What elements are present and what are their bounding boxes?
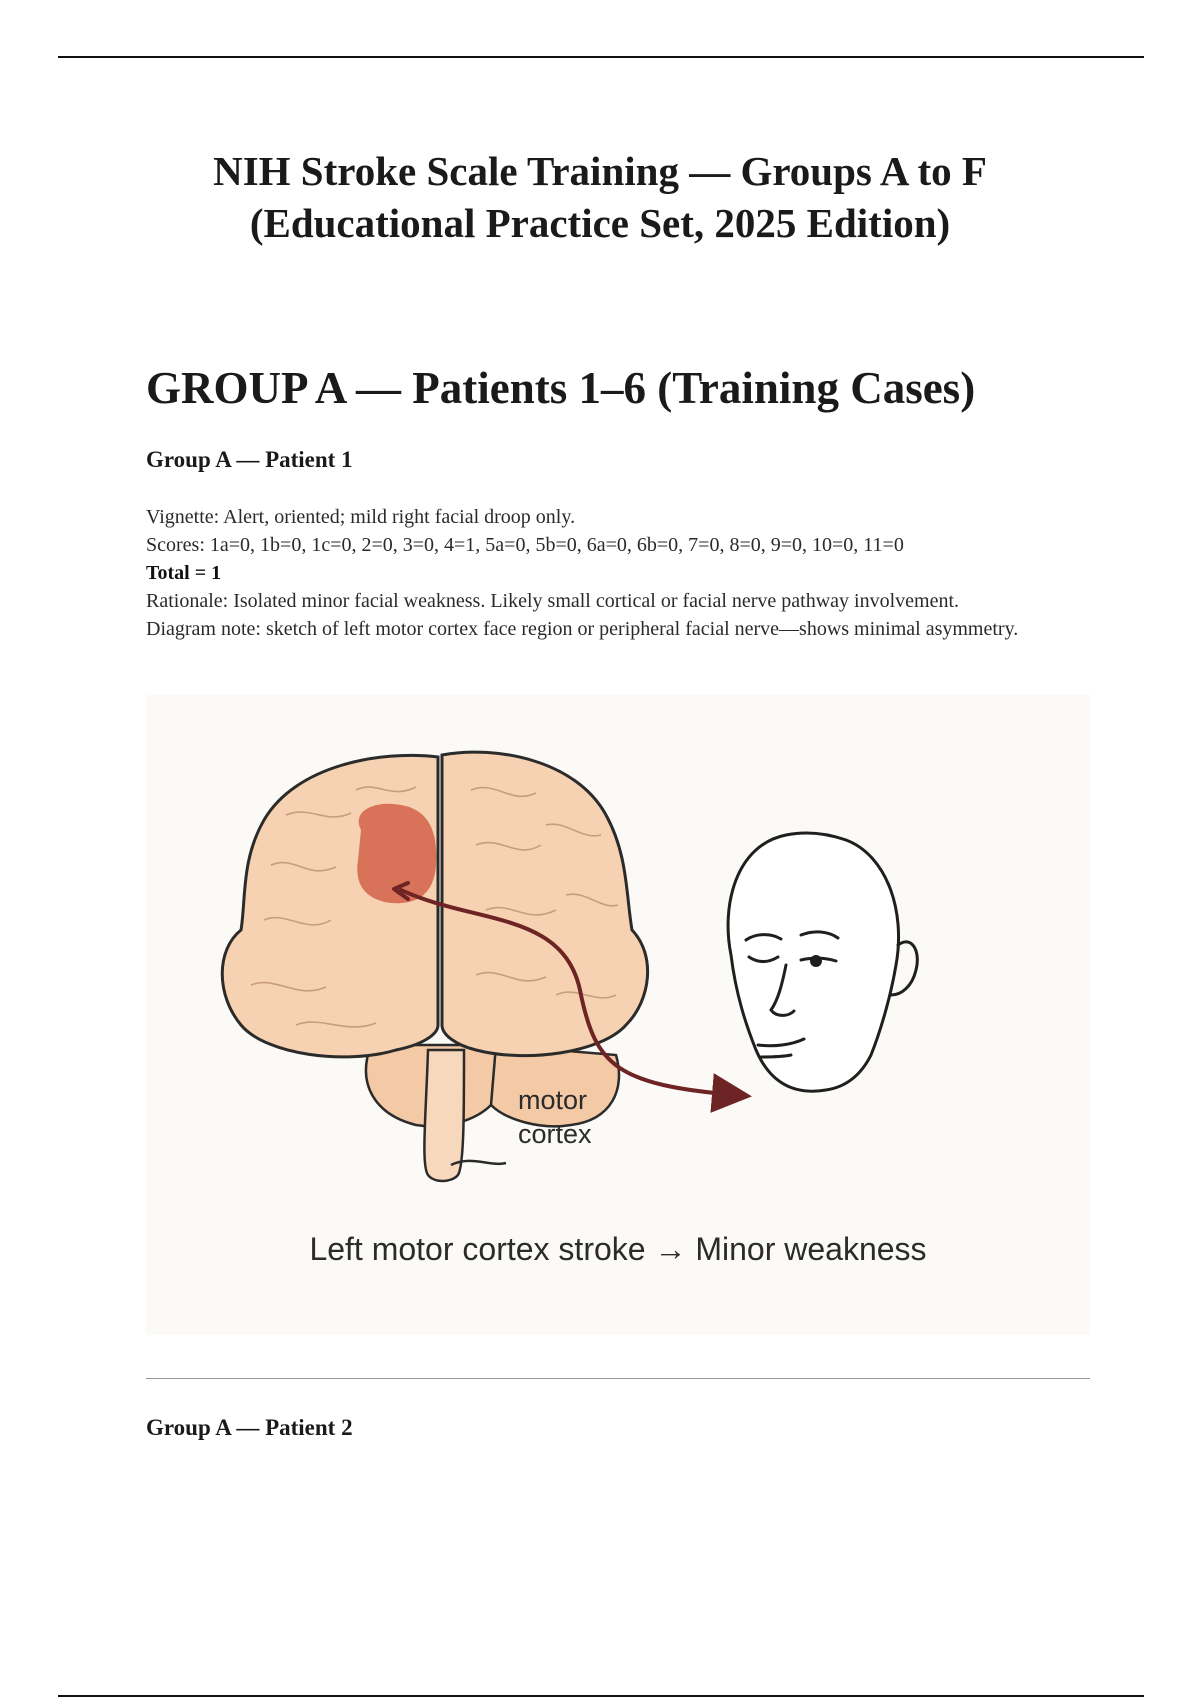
patient-1-diagram-note: Diagram note: sketch of left motor corte…	[146, 618, 1019, 640]
brainstem	[423, 1048, 466, 1183]
pathway-arrow-tail	[392, 881, 410, 901]
motor-cortex-diagram: motor cortex Left motor cortex stroke → …	[146, 695, 1090, 1335]
brain-gyri	[250, 786, 619, 1028]
patient-1-rationale: Rationale: Isolated minor facial weaknes…	[146, 590, 960, 612]
patient-1-scores: Scores: 1a=0, 1b=0, 1c=0, 2=0, 3=0, 4=1,…	[146, 534, 904, 556]
bottom-rule	[58, 1695, 1144, 1697]
patient-1-total: Total = 1	[146, 562, 222, 584]
face-nose	[769, 963, 796, 1017]
face-mouth	[756, 1037, 806, 1048]
face-chin-line	[759, 1053, 793, 1059]
face-illustration	[726, 831, 919, 1093]
document-title-line-2: (Educational Practice Set, 2025 Edition)	[249, 200, 951, 246]
diagram-caption: Left motor cortex stroke → Minor weaknes…	[309, 1231, 926, 1267]
patient-2-heading: Group A — Patient 2	[146, 1415, 353, 1440]
diagram-svg: motor cortex Left motor cortex stroke → …	[220, 750, 927, 1267]
patient-1-vignette: Vignette: Alert, oriented; mild right fa…	[146, 506, 576, 528]
pathway-arrow	[399, 888, 752, 1113]
label-connector	[450, 1159, 507, 1167]
section-heading: GROUP A — Patients 1–6 (Training Cases)	[146, 363, 976, 413]
face-left-brow	[744, 933, 783, 942]
brainstem-illustration	[364, 1043, 621, 1183]
patient-1-heading: Group A — Patient 1	[146, 447, 353, 472]
motor-cortex-label-line-2: cortex	[518, 1119, 592, 1149]
face-closed-eye	[747, 955, 780, 963]
cerebellum-right	[489, 1043, 621, 1128]
patient-1-details: Vignette: Alert, oriented; mild right fa…	[146, 503, 1096, 643]
lesion-region	[357, 803, 437, 904]
document-title-line-1: NIH Stroke Scale Training — Groups A to …	[213, 148, 987, 194]
brain-right-hemisphere	[440, 750, 650, 1058]
motor-cortex-label-line-1: motor	[518, 1085, 587, 1115]
brain-left-hemisphere	[220, 753, 440, 1059]
face-right-brow	[799, 930, 840, 940]
face-ear	[889, 940, 919, 997]
face-open-eye-pupil	[810, 955, 822, 967]
patient-separator	[146, 1378, 1090, 1379]
document-title: NIH Stroke Scale Training — Groups A to …	[100, 145, 1100, 249]
top-rule	[58, 56, 1144, 58]
